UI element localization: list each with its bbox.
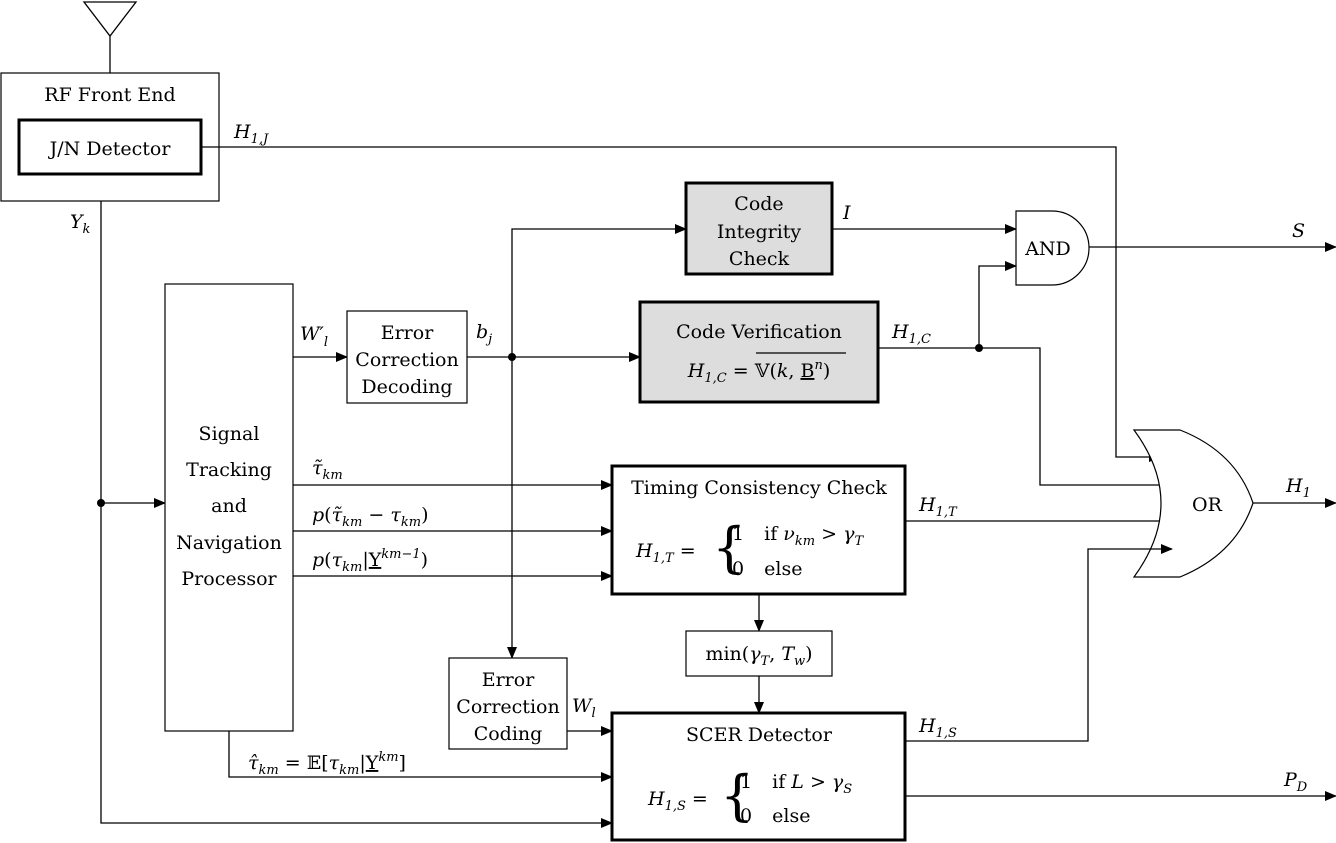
code-verification-label: Code Verification: [676, 321, 842, 343]
h1c-to-or-wire: [878, 347, 1173, 490]
rf-front-end-block: RF Front End J/N Detector: [0, 72, 220, 202]
cic-line-2: Integrity: [717, 221, 802, 243]
h1c-to-and-wire: [978, 261, 1017, 348]
timing-eq-lhs: H1,T =: [635, 540, 696, 566]
scer-detector-block: SCER Detector H1,S = { 1 if L > γS 0 els…: [610, 711, 907, 842]
bj-label: bj: [476, 321, 492, 347]
min-box-label: min(γT, Tw): [705, 643, 812, 669]
processor-line-1: Signal: [199, 423, 260, 445]
scer-eq-lhs: H1,S =: [647, 788, 708, 814]
cic-line-1: Code: [734, 193, 783, 215]
and-gate: AND: [1015, 210, 1090, 286]
and-gate-label: AND: [1024, 238, 1071, 260]
scer-case-2: 0 else: [740, 805, 810, 827]
ecd-line-1: Error: [381, 322, 434, 344]
processor-line-2: Tracking: [186, 459, 272, 481]
scer-brace: {: [720, 764, 754, 827]
code-integrity-check-block: Code Integrity Check: [684, 181, 834, 276]
processor-line-3: and: [211, 495, 247, 517]
ecd-line-2: Correction: [355, 349, 458, 371]
antenna-icon: [82, 1, 138, 73]
processor-line-5: Processor: [181, 568, 277, 590]
rf-front-end-label: RF Front End: [44, 84, 175, 106]
wl-prime-label: W′l: [300, 323, 328, 350]
signal-tracking-processor-block: Signal Tracking and Navigation Processor: [164, 283, 294, 732]
ecc-line-3: Coding: [474, 723, 543, 745]
tau-tilde-label: τ̃km: [312, 457, 343, 483]
p-diff-label: p(τ̃km − τkm): [312, 504, 428, 530]
tau-hat-label: τ̂km = 𝔼[τkm|Ykm]: [248, 750, 406, 778]
cic-line-3: Check: [729, 248, 790, 270]
timing-brace: {: [712, 516, 746, 579]
yk-wire: [100, 201, 613, 828]
tau-hat-wire: [228, 731, 613, 782]
s-label: S: [1292, 220, 1305, 242]
p-cond-label: p(τkm|Ykm−1): [312, 547, 428, 575]
scer-detector-label: SCER Detector: [686, 724, 833, 746]
h1j-wire: [201, 146, 1161, 462]
h1s-wire: [905, 544, 1173, 742]
yk-label: Yk: [70, 211, 91, 237]
processor-line-4: Navigation: [176, 532, 282, 554]
error-correction-decoding-block: Error Correction Decoding: [346, 310, 468, 404]
wl-label: Wl: [572, 695, 596, 721]
timing-consistency-check-block: Timing Consistency Check H1,T = { 1 if ν…: [610, 464, 907, 596]
h1t-label: H1,T: [918, 494, 958, 520]
jn-detector-label: J/N Detector: [48, 138, 172, 160]
timing-case-2: 0 else: [732, 558, 802, 580]
min-threshold-block: min(γT, Tw): [685, 630, 833, 677]
h1c-label: H1,C: [891, 321, 931, 347]
ecd-line-3: Decoding: [361, 376, 452, 398]
or-gate-label: OR: [1192, 494, 1223, 516]
ecc-line-2: Correction: [456, 696, 559, 718]
h1-label: H1: [1285, 475, 1311, 501]
code-verification-equation: H1,C = 𝕍(k, Bn): [687, 358, 830, 386]
or-gate: OR: [1132, 429, 1254, 578]
pd-label: PD: [1283, 769, 1308, 795]
i-label: I: [842, 202, 851, 224]
ecc-line-1: Error: [482, 669, 535, 691]
bj-to-integrity-wire: [511, 224, 687, 357]
code-verification-block: Code Verification H1,C = 𝕍(k, Bn): [638, 300, 880, 404]
h1j-label: H1,J: [233, 121, 269, 147]
h1s-label: H1,S: [918, 715, 957, 741]
timing-check-label: Timing Consistency Check: [631, 477, 887, 499]
error-correction-coding-block: Error Correction Coding: [448, 657, 568, 750]
